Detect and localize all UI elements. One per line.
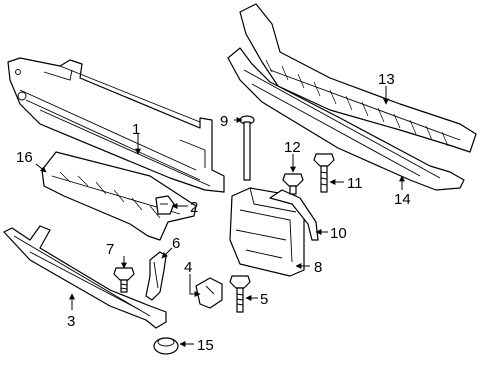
callout-16: 16 [16, 149, 33, 166]
absorber-housing [229, 187, 305, 277]
callout-13: 13 [378, 71, 395, 88]
callout-10: 10 [330, 225, 347, 242]
callout-labels: 1 2 3 4 5 6 7 8 9 10 11 12 13 14 15 16 [16, 71, 411, 354]
bumper-reinforcement-beam [7, 57, 225, 193]
bolt-11 [313, 153, 335, 193]
leader-16 [35, 163, 47, 173]
energy-absorber [239, 3, 477, 153]
leader-lines [35, 86, 405, 347]
leader-6 [161, 247, 173, 259]
small-bracket [195, 277, 223, 309]
side-bracket [145, 251, 167, 301]
seal-strip [269, 189, 319, 241]
bolt-5 [229, 275, 251, 313]
callout-11: 11 [347, 175, 363, 192]
callout-12: 12 [284, 139, 301, 156]
lower-beam [227, 47, 465, 191]
callout-3: 3 [67, 313, 75, 330]
bolt-12 [282, 173, 304, 195]
callout-2: 2 [190, 199, 198, 216]
air-deflector [41, 151, 197, 241]
callout-8: 8 [314, 259, 322, 276]
bolt-7 [113, 267, 135, 293]
clip [155, 195, 175, 215]
callout-5: 5 [260, 291, 268, 308]
callout-4: 4 [184, 259, 192, 276]
callout-9: 9 [220, 113, 228, 130]
leader-4 [189, 274, 201, 297]
callout-7: 7 [106, 241, 114, 258]
callout-14: 14 [394, 191, 411, 208]
callout-1: 1 [132, 121, 140, 138]
guide-rod [239, 115, 255, 181]
cap [153, 337, 179, 355]
callout-15: 15 [197, 337, 214, 354]
lower-support-bar [3, 225, 167, 329]
callout-6: 6 [172, 235, 180, 252]
